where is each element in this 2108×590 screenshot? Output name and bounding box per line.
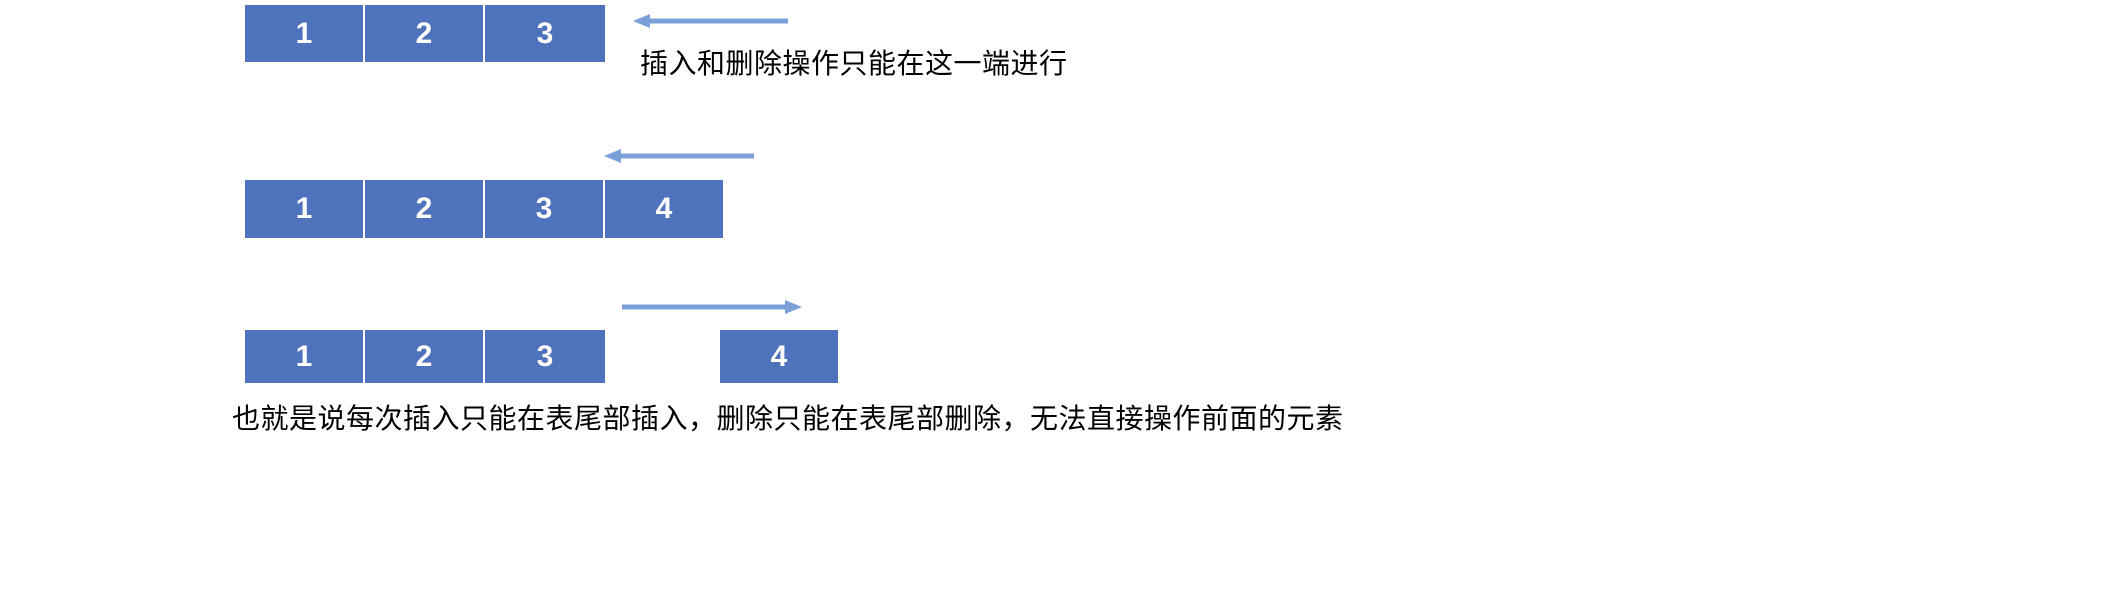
arrow-right-icon	[622, 298, 802, 318]
stack-cell[interactable]: 2	[365, 330, 485, 383]
stack-cell[interactable]: 1	[245, 5, 365, 62]
stack-row-3-detached: 4	[720, 330, 838, 383]
caption-row-1: 插入和删除操作只能在这一端进行	[640, 47, 1068, 80]
stack-row-1: 1 2 3	[245, 5, 605, 62]
stack-cell[interactable]: 3	[485, 5, 605, 62]
caption-footer: 也就是说每次插入只能在表尾部插入，删除只能在表尾部删除，无法直接操作前面的元素	[232, 402, 1344, 435]
stack-row-2: 1 2 3 4	[245, 180, 723, 238]
stack-cell[interactable]: 2	[365, 5, 485, 62]
stack-cell[interactable]: 3	[485, 330, 605, 383]
stack-cell[interactable]: 2	[365, 180, 485, 238]
arrow-left-icon	[633, 12, 788, 32]
stack-cell[interactable]: 3	[485, 180, 605, 238]
stack-cell-removed[interactable]: 4	[720, 330, 838, 383]
stack-cell[interactable]: 4	[605, 180, 723, 238]
stack-cell[interactable]: 1	[245, 330, 365, 383]
stack-row-3: 1 2 3	[245, 330, 605, 383]
arrow-left-icon	[604, 147, 754, 167]
stack-cell[interactable]: 1	[245, 180, 365, 238]
